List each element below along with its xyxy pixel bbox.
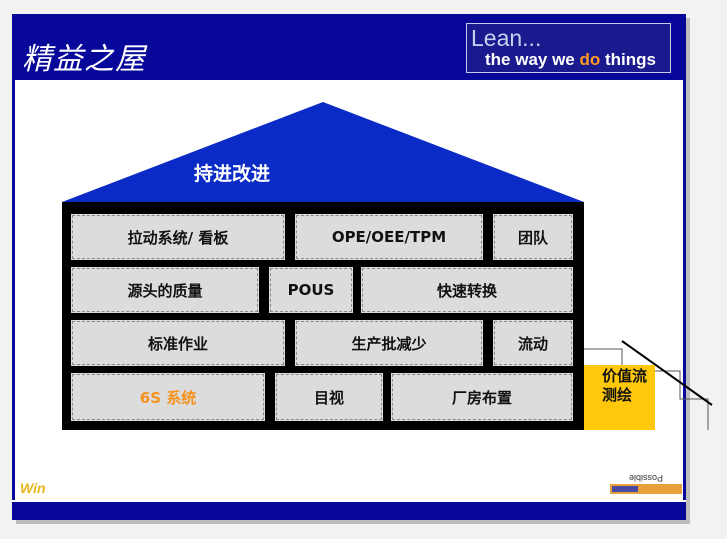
brick-quick-changeover: 快速转换 [361, 267, 573, 313]
brick-pull-system: 拉动系统/ 看板 [71, 214, 285, 260]
lean-logo-line1: Lean... [471, 25, 542, 51]
lean-logo-accent: do [579, 50, 601, 69]
brick-plant-layout: 厂房布置 [391, 373, 573, 421]
brick-quality-at-source: 源头的质量 [71, 267, 259, 313]
value-stream-mapping-block [584, 365, 655, 430]
brick-team: 团队 [493, 214, 573, 260]
brick-flow: 流动 [493, 320, 573, 366]
staircase-outline [584, 340, 713, 430]
page-title: 精益之屋 [22, 42, 146, 77]
corner-logo-text: Possible [629, 473, 663, 483]
footer-bar [12, 502, 686, 520]
corner-logo-icon: Possible [610, 473, 682, 494]
lean-logo-suffix: things [600, 50, 656, 69]
lean-logo: Lean... the way we do things [466, 23, 671, 73]
brick-batch-reduction: 生产批减少 [295, 320, 483, 366]
brick-6s-system: 6S 系统 [71, 373, 265, 421]
win-logo: Win [20, 480, 46, 496]
roof-shape [62, 102, 584, 202]
house-frame: 拉动系统/ 看板 OPE/OEE/TPM 团队 源头的质量 POUS 快速转换 … [62, 202, 584, 430]
brick-standard-work: 标准作业 [71, 320, 285, 366]
lean-logo-prefix: the way we [485, 50, 580, 69]
frame-left [12, 80, 15, 500]
stair-handrail [621, 340, 713, 406]
brick-visual: 目视 [275, 373, 383, 421]
brick-ope-oee-tpm: OPE/OEE/TPM [295, 214, 483, 260]
frame-right [683, 80, 686, 500]
roof-label: 持进改进 [194, 163, 271, 185]
title-bar: 精益之屋 Lean... the way we do things [12, 14, 686, 80]
value-stream-mapping-label: 价值流测绘 [602, 367, 648, 404]
corner-logo-bar [610, 484, 682, 494]
roof-triangle [62, 102, 584, 202]
brick-pous: POUS [269, 267, 353, 313]
lean-logo-line2: the way we do things [485, 50, 656, 70]
corner-logo-block [612, 486, 638, 492]
